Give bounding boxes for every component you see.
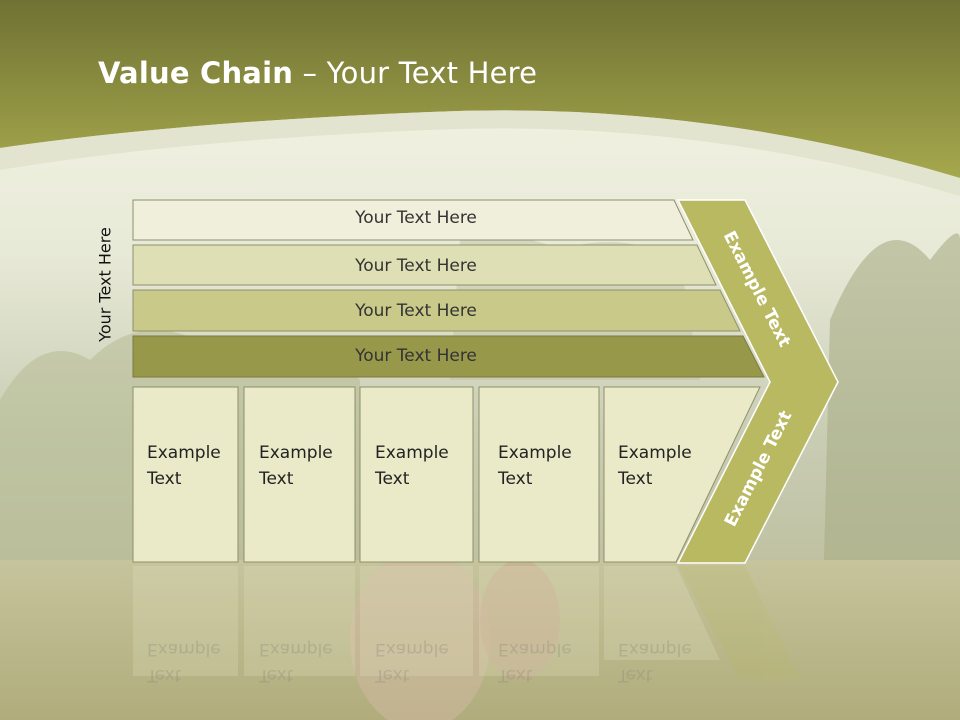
primary-box-4-line1: Example <box>498 443 572 463</box>
primary-box-5 <box>603 386 761 563</box>
support-row-1-label: Your Text Here <box>355 208 477 228</box>
reflection-text-5-line2: Text <box>618 665 653 685</box>
support-row-1 <box>132 199 694 241</box>
primary-box-2-line2: Text <box>259 469 294 489</box>
reflection-text-4-line1: Example <box>498 639 572 659</box>
primary-box-1-line1: Example <box>147 443 221 463</box>
title-bold: Value Chain <box>98 56 294 90</box>
support-row-3-label: Your Text Here <box>355 301 477 321</box>
primary-box-2-text: Example Text <box>259 440 333 492</box>
reflection-text-3-line2: Text <box>375 665 410 685</box>
primary-box-2-line1: Example <box>259 443 333 463</box>
diagram-reflection <box>133 566 800 680</box>
support-row-4-label: Your Text Here <box>355 346 477 366</box>
primary-box-4 <box>478 386 600 563</box>
primary-box-2 <box>243 386 356 563</box>
reflection-text-1-line1: Example <box>147 639 221 659</box>
support-row-2 <box>132 244 717 286</box>
primary-box-1-line2: Text <box>147 469 182 489</box>
primary-box-5-line2: Text <box>618 469 653 489</box>
primary-box-5-line1: Example <box>618 443 692 463</box>
reflection-text-3-line1: Example <box>375 639 449 659</box>
reflection-text-4: Text Example <box>498 636 572 688</box>
support-row-2-label: Your Text Here <box>355 256 477 276</box>
primary-box-1 <box>132 386 239 563</box>
reflection-text-2-line2: Text <box>259 665 294 685</box>
primary-box-4-line2: Text <box>498 469 533 489</box>
primary-box-3 <box>359 386 474 563</box>
reflection-text-2: Text Example <box>259 636 333 688</box>
primary-box-4-text: Example Text <box>498 440 572 492</box>
primary-box-1-text: Example Text <box>147 440 221 492</box>
reflection-text-1-line2: Text <box>147 665 182 685</box>
support-row-4 <box>132 335 765 378</box>
reflection-text-2-line1: Example <box>259 639 333 659</box>
reflection-text-4-line2: Text <box>498 665 533 685</box>
support-row-3 <box>132 289 741 332</box>
reflection-text-1: Text Example <box>147 636 221 688</box>
slide-title: Value Chain – Your Text Here <box>98 56 537 90</box>
reflection-text-3: Text Example <box>375 636 449 688</box>
primary-box-3-line1: Example <box>375 443 449 463</box>
title-rest: – Your Text Here <box>293 56 538 90</box>
primary-box-3-line2: Text <box>375 469 410 489</box>
reflection-text-5: Text Example <box>618 636 692 688</box>
chevron-arrow <box>676 199 839 564</box>
primary-box-3-text: Example Text <box>375 440 449 492</box>
primary-box-5-text: Example Text <box>618 440 692 492</box>
reflection-text-5-line1: Example <box>618 639 692 659</box>
